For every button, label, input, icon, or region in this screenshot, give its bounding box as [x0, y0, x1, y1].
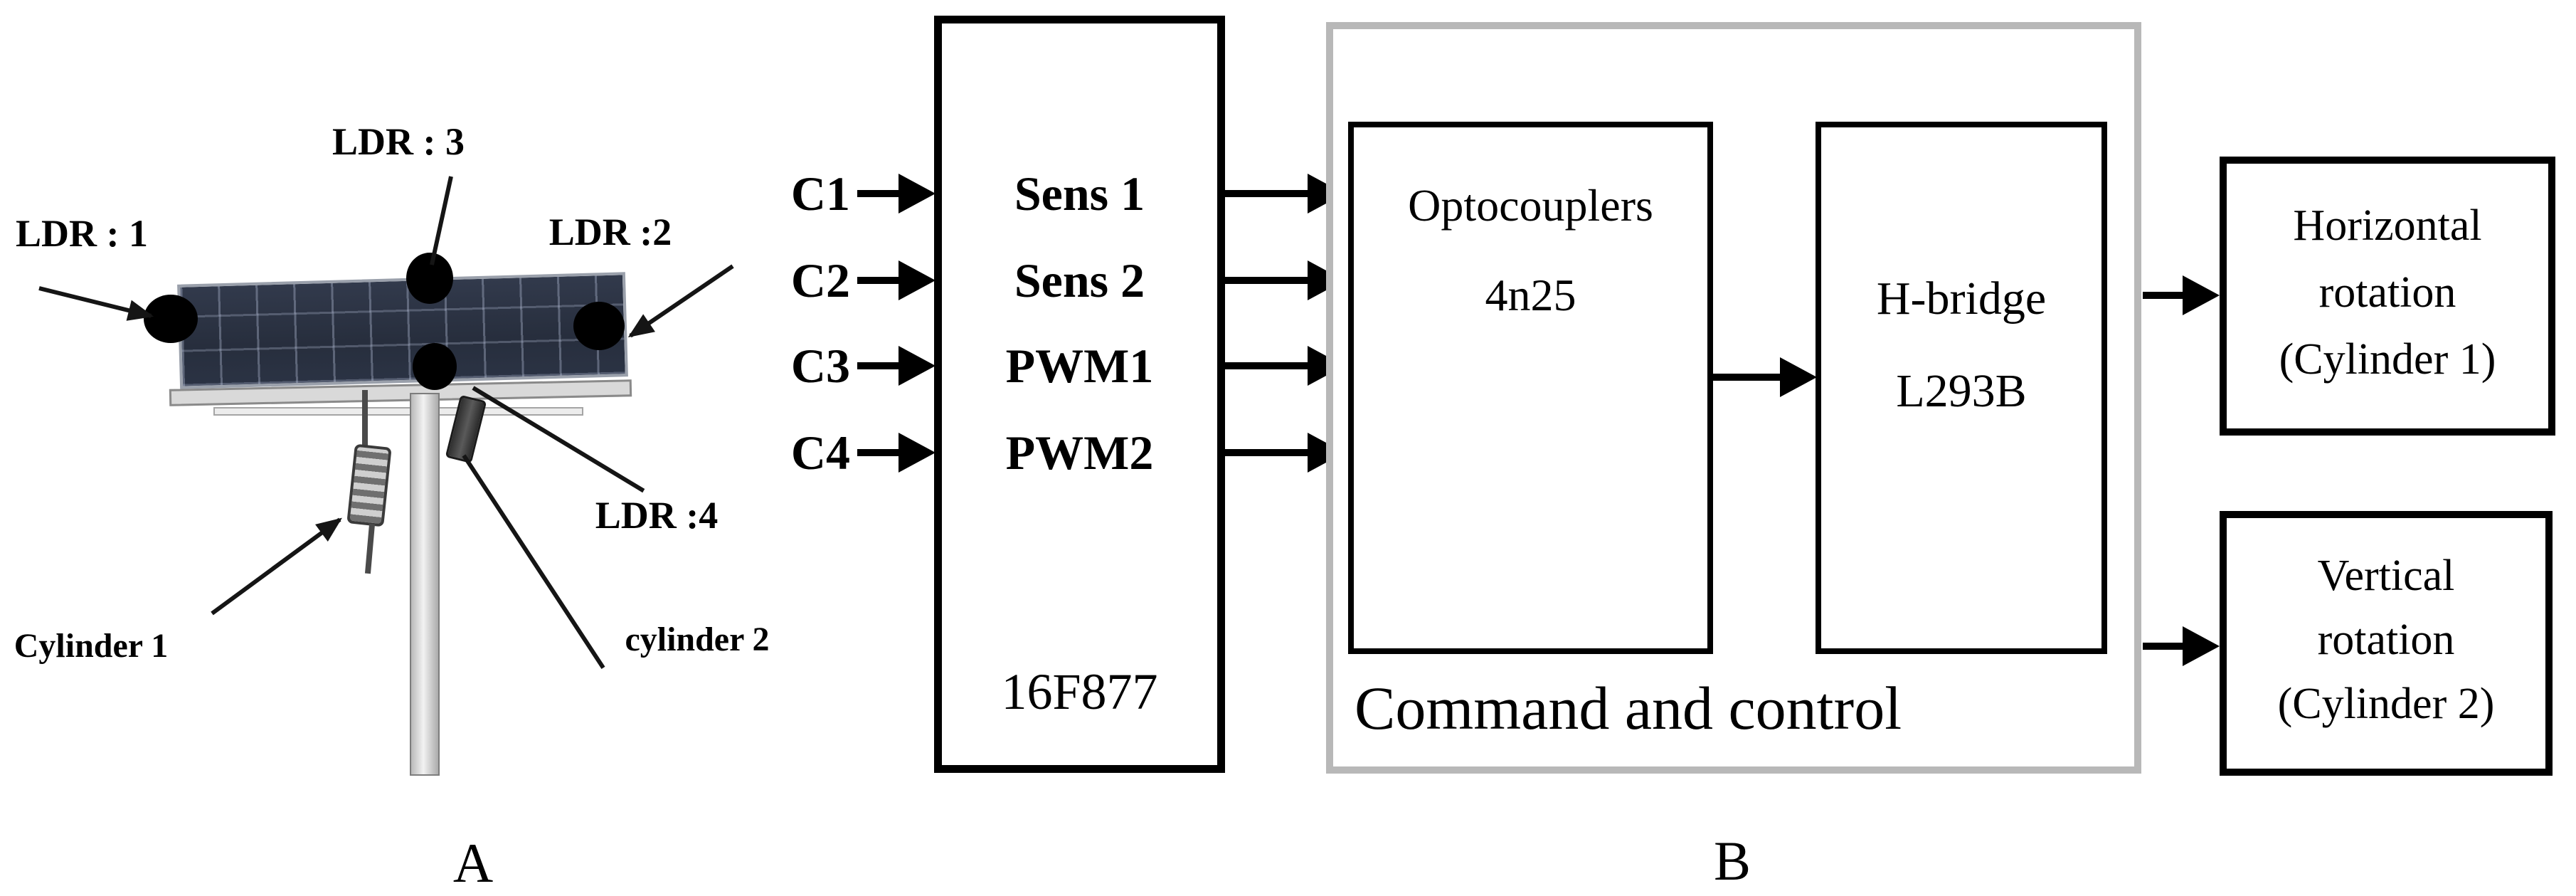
ldr4-label: LDR :4	[595, 494, 719, 537]
ldr2-sensor-dot	[573, 302, 625, 350]
optocouplers-label: Optocouplers	[1408, 180, 1653, 231]
horizontal-line1: Horizontal	[2293, 201, 2482, 250]
hbridge-part-label: L293B	[1896, 365, 2027, 417]
ldr2-label: LDR :2	[548, 211, 672, 253]
command-control-label: Command and control	[1355, 674, 1902, 742]
optocouplers-part-label: 4n25	[1485, 270, 1576, 320]
horizontal-line2: rotation	[2318, 268, 2456, 317]
ldr1-sensor-dot	[144, 295, 198, 343]
vertical-rotation-box	[2220, 511, 2553, 776]
hbridge-box	[1816, 122, 2107, 654]
ldr4-leader-line	[472, 386, 645, 493]
ldr1-label: LDR : 1	[16, 212, 148, 255]
horizontal-rotation-text: Horizontal rotation (Cylinder 1)	[2220, 192, 2555, 393]
horizontal-rotation-box	[2220, 157, 2555, 436]
optocouplers-box	[1348, 122, 1713, 654]
ldr4-sensor-dot	[413, 343, 457, 390]
caption-b: B	[1713, 830, 1751, 892]
input-label-c4: C4	[790, 426, 850, 480]
cylinder1-arrowhead-icon	[315, 509, 349, 542]
input-label-c2: C2	[790, 253, 850, 307]
panel-mount-frame-2	[213, 407, 583, 416]
input-label-c3: C3	[790, 339, 850, 393]
cylinder1-rod-bottom	[364, 523, 376, 574]
ldr3-label: LDR : 3	[332, 120, 465, 163]
ldr1-leader-arrow	[38, 286, 157, 327]
mcu-port-pwm1: PWM1	[1005, 339, 1154, 393]
cylinder2-actuator	[445, 394, 487, 464]
mcu-port-pwm2: PWM2	[1005, 426, 1154, 480]
horizontal-line3: (Cylinder 1)	[2279, 335, 2496, 384]
vertical-line1: Vertical	[2317, 552, 2455, 600]
mcu-port-sens1: Sens 1	[1014, 167, 1145, 221]
vertical-line2: rotation	[2317, 616, 2455, 664]
cylinder1-actuator	[346, 443, 392, 527]
cylinder2-label: cylinder 2	[625, 621, 770, 658]
mcu-box	[934, 16, 1225, 773]
input-label-c1: C1	[790, 167, 850, 221]
caption-a: A	[452, 832, 494, 894]
solar-panel-image	[177, 272, 628, 389]
cylinder1-leader-arrow	[211, 509, 349, 616]
cylinder2-leader-line	[462, 454, 605, 670]
mcu-chip-name: 16F877	[1001, 663, 1158, 720]
cylinder1-rod-top	[362, 390, 368, 447]
vertical-rotation-text: Vertical rotation (Cylinder 2)	[2220, 544, 2553, 736]
hbridge-label: H-bridge	[1876, 273, 2047, 325]
vertical-line3: (Cylinder 2)	[2277, 680, 2495, 728]
cylinder1-label: Cylinder 1	[14, 627, 169, 665]
mcu-port-sens2: Sens 2	[1014, 253, 1145, 307]
ldr3-leader-line	[430, 176, 453, 265]
ldr3-sensor-dot	[406, 253, 453, 304]
support-pole	[410, 393, 440, 776]
